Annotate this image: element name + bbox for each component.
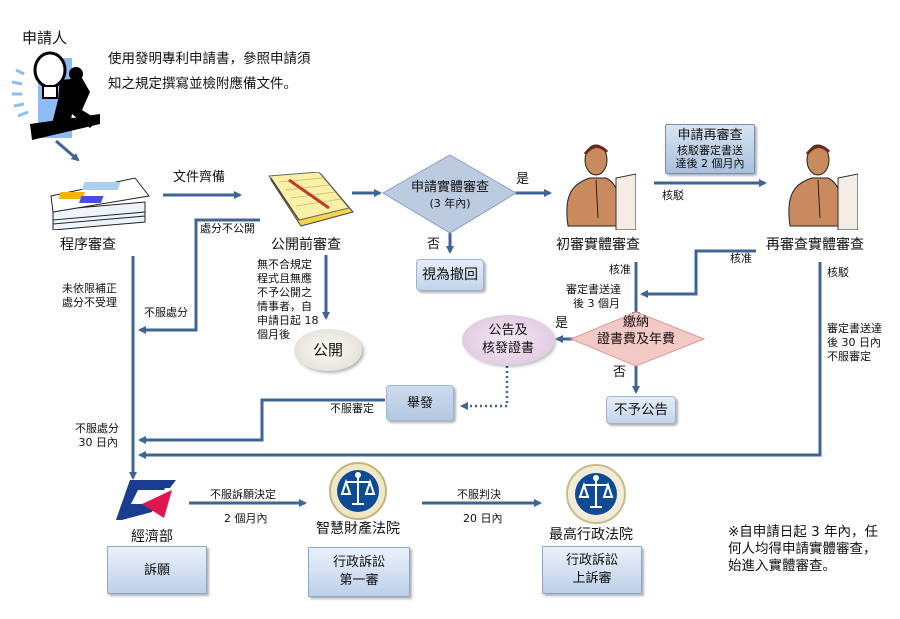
admin-litigation-appeal-node: 行政訴訟 上訴審 [542, 546, 642, 594]
supreme-admin-court-label: 最高行政法院 [549, 527, 633, 543]
re-exam-label: 再審查實體審查 [766, 237, 864, 253]
edge-label-not-corrected: 未依限補正 處分不受理 [62, 282, 117, 309]
re-exam-request-title: 申請再審查 [677, 128, 743, 143]
court-seal-icon [324, 462, 392, 520]
pay-fees-diamond [569, 311, 706, 367]
edge-label-decision-30days: 審定書送達 後 30 日內 不服審定 [827, 322, 882, 363]
no-announcement-node: 不予公告 [606, 396, 676, 424]
announce-certificate-node: 公告及 核發證書 [462, 315, 554, 365]
pay-fees-label-line2: 證書費及年費 [596, 332, 675, 347]
edge-disposition-not-published [138, 218, 260, 334]
request-exam-label: 申請實體審查 [410, 180, 489, 195]
ip-court-label: 智慧財產法院 [316, 521, 400, 537]
applicant-instruction-line1: 使用發明專利申請書，參照申請須 [108, 51, 311, 67]
re-exam-request-box: 申請再審查 核駁審定書送 達後 2 個月內 [665, 124, 755, 174]
pay-fees-label-line1: 繳納 [622, 315, 649, 330]
notepad-pencil-icon [265, 171, 357, 228]
edge-label-disagree-judgment: 不服判決 [457, 488, 501, 501]
footnote: ※自申請日起 3 年內，任 何人均得申請實體審查， 始進入實體審查。 [728, 524, 878, 574]
moea-logo-icon [116, 480, 178, 520]
pre-publication-review-label: 公開前審查 [271, 237, 341, 253]
re-exam-request-sub: 核駁審定書送 達後 2 個月內 [675, 144, 745, 170]
edge-invalidation-moea [138, 398, 385, 444]
document-stack-icon [45, 170, 155, 231]
lightbulb-businessman-icon [10, 50, 105, 140]
edge-label-disagree-decision: 不服審定 [330, 402, 374, 415]
deemed-withdrawn-node: 視為撤回 [416, 259, 484, 291]
request-exam-sublabel: (3 年內) [429, 197, 471, 210]
edge-label-two-months: 2 個月內 [224, 512, 268, 525]
petition-node: 訴願 [107, 546, 207, 594]
publication-node: 公開 [294, 329, 362, 371]
invalidation-node: 舉發 [386, 385, 454, 421]
applicant-instruction-line2: 知之規定撰寫並檢附應備文件。 [108, 76, 297, 92]
court-seal-icon [561, 464, 631, 524]
edge-label-approved2: 核准 [730, 252, 752, 265]
edge-label-rejected2: 核駁 [827, 266, 849, 279]
first-exam-label: 初審實體審查 [556, 237, 640, 253]
applicant-label: 申請人 [22, 29, 68, 47]
edge-applicant-formality [55, 139, 80, 162]
edge-label-no2: 否 [613, 365, 627, 380]
edge-label-decision-3months: 審定書送達 後 3 個月 [566, 283, 621, 310]
edge-label-publish-condition: 無不合規定 程式且無應 不予公開之 情事者，自 申請日起 18 個月後 [257, 258, 319, 341]
edge-label-no1: 否 [427, 237, 441, 252]
edge-label-twenty-days: 20 日內 [463, 512, 503, 525]
edge-label-documents-complete: 文件齊備 [173, 170, 226, 185]
edge-label-approved1: 核准 [609, 263, 631, 276]
edge-announce-invalidation [460, 366, 509, 410]
edge-label-petition-appeal: 不服訴願決定 [210, 488, 276, 501]
edge-reexam-rejected-moea [138, 262, 822, 459]
moea-label: 經濟部 [131, 529, 173, 545]
examiner-computer-icon [782, 138, 859, 231]
edge-label-yes1: 是 [516, 172, 530, 187]
edge-label-disposition-not-published: 處分不公開 [200, 222, 255, 235]
edge-reexam-approved [640, 249, 756, 298]
formality-review-label: 程序審查 [60, 237, 116, 253]
edge-label-yes2: 是 [555, 316, 569, 331]
examiner-computer-icon [560, 138, 637, 231]
edge-label-disagree-30days: 不服處分 30 日內 [75, 422, 119, 449]
edge-label-disagree-disposition: 不服處分 [144, 306, 188, 319]
edge-label-rejected1: 核駁 [662, 189, 684, 202]
request-exam-diamond [382, 154, 517, 234]
admin-litigation-first-node: 行政訴訟 第一審 [308, 547, 410, 597]
